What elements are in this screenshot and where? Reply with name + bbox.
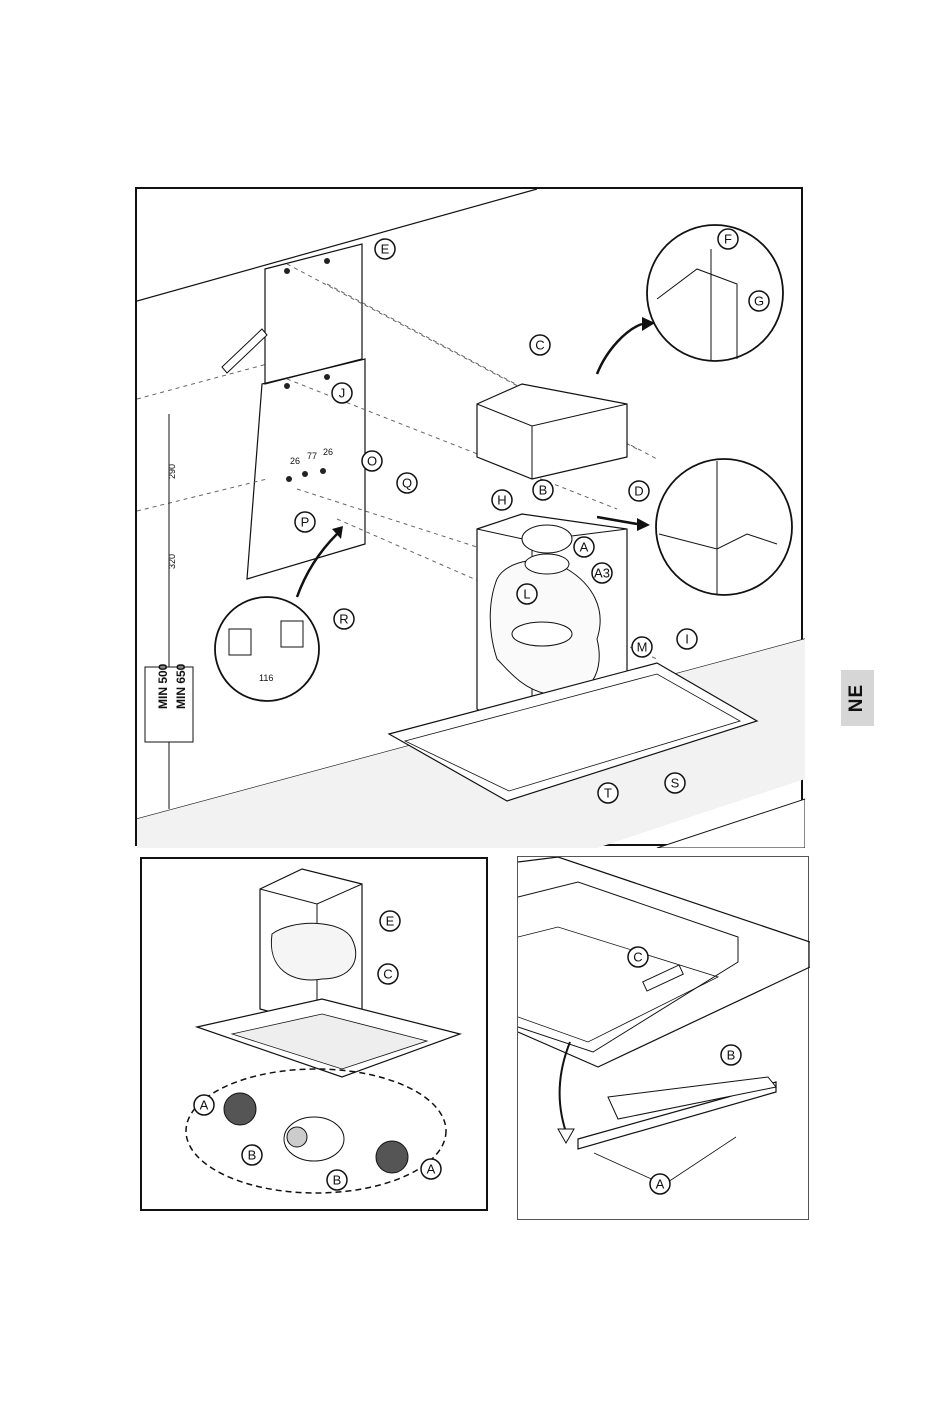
svg-text:A3: A3 <box>594 566 610 581</box>
svg-text:A: A <box>427 1162 436 1177</box>
svg-text:E: E <box>381 242 390 257</box>
dimension-26-a: 26 <box>290 456 300 466</box>
callout-o: O <box>362 451 382 471</box>
svg-text:J: J <box>339 386 346 401</box>
svg-text:C: C <box>633 950 642 965</box>
main-diagram-svg: 290 320 26 77 26 <box>137 189 805 848</box>
svg-text:S: S <box>671 776 680 791</box>
filter-diagram: E C A B B A <box>140 857 488 1211</box>
callout-a: A <box>574 537 594 557</box>
svg-text:L: L <box>523 587 530 602</box>
callout-b: B <box>721 1045 741 1065</box>
callout-b: B <box>533 480 553 500</box>
svg-text:C: C <box>383 967 392 982</box>
dimension-290: 290 <box>167 464 177 479</box>
svg-text:B: B <box>727 1048 736 1063</box>
callout-e: E <box>380 911 400 931</box>
svg-text:R: R <box>339 612 348 627</box>
svg-text:M: M <box>637 640 648 655</box>
svg-text:B: B <box>333 1173 342 1188</box>
callout-a-left: A <box>194 1095 214 1115</box>
main-installation-diagram: 290 320 26 77 26 <box>135 187 803 846</box>
callout-b-right: B <box>327 1170 347 1190</box>
svg-text:I: I <box>685 632 689 647</box>
callout-h: H <box>492 490 512 510</box>
callout-c: C <box>378 964 398 984</box>
callout-b-left: B <box>242 1145 262 1165</box>
callout-d: D <box>629 481 649 501</box>
callout-t: T <box>598 783 618 803</box>
language-tab-label: NE <box>847 684 869 712</box>
callout-s: S <box>665 773 685 793</box>
svg-text:B: B <box>539 483 548 498</box>
min-650-label: MIN 650 <box>174 663 188 709</box>
svg-text:Q: Q <box>402 476 412 491</box>
svg-text:T: T <box>604 786 612 801</box>
panel-diagram-svg: C B A <box>518 857 810 1221</box>
callout-m: M <box>632 637 652 657</box>
min-500-label: MIN 500 <box>156 663 170 709</box>
dimension-116: 116 <box>259 673 273 683</box>
callout-e: E <box>375 239 395 259</box>
dimension-77: 77 <box>307 451 317 461</box>
svg-text:G: G <box>754 294 764 309</box>
callout-i: I <box>677 629 697 649</box>
svg-text:A: A <box>580 540 589 555</box>
callout-c: C <box>628 947 648 967</box>
svg-text:A: A <box>200 1098 209 1113</box>
svg-text:C: C <box>535 338 544 353</box>
svg-text:A: A <box>656 1177 665 1192</box>
language-tab: NE <box>841 670 874 726</box>
callout-g: G <box>749 291 769 311</box>
callout-r: R <box>334 609 354 629</box>
svg-text:O: O <box>367 454 377 469</box>
svg-text:F: F <box>724 232 732 247</box>
callout-c: C <box>530 335 550 355</box>
callout-f: F <box>718 229 738 249</box>
dimension-26-b: 26 <box>323 447 333 457</box>
callout-l: L <box>517 584 537 604</box>
svg-text:D: D <box>634 484 643 499</box>
callout-j: J <box>332 383 352 403</box>
panel-removal-diagram: C B A <box>517 856 809 1220</box>
callout-q: Q <box>397 473 417 493</box>
callout-a-right: A <box>421 1159 441 1179</box>
svg-text:B: B <box>248 1148 257 1163</box>
svg-text:P: P <box>301 515 310 530</box>
svg-text:E: E <box>386 914 395 929</box>
callout-p: P <box>295 512 315 532</box>
svg-text:H: H <box>497 493 506 508</box>
dimension-320: 320 <box>167 554 177 569</box>
filter-diagram-svg: E C A B B A <box>142 859 490 1213</box>
callout-a: A <box>650 1174 670 1194</box>
callout-a3: A3 <box>592 563 612 583</box>
